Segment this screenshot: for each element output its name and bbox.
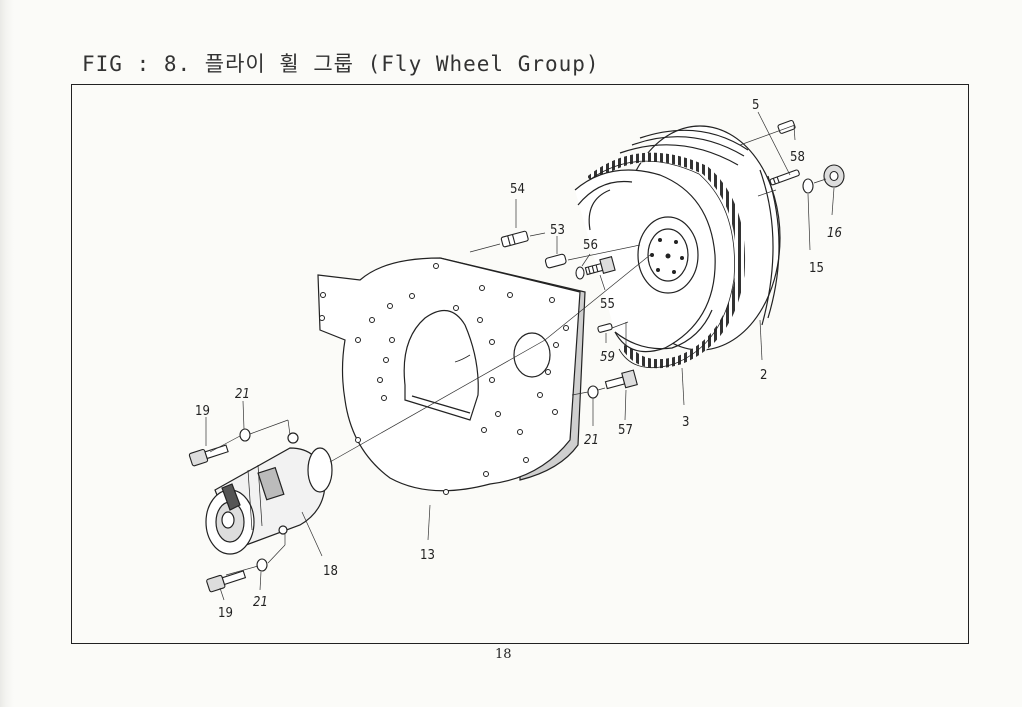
- dowel-54: [500, 230, 529, 248]
- bolt-19-bottom: [206, 570, 247, 593]
- scan-edge: [0, 0, 14, 707]
- bolt-58: [777, 119, 796, 134]
- callout-18: 18: [323, 564, 338, 579]
- callout-2: 2: [760, 368, 767, 383]
- callout-15: 15: [809, 261, 824, 276]
- callout-21-top: 21: [235, 387, 250, 402]
- plate-boss: [513, 332, 551, 378]
- starter-motor-18: [205, 432, 333, 555]
- bolt-55: [584, 255, 616, 276]
- washer-56: [575, 266, 585, 280]
- callout-16: 16: [827, 226, 842, 241]
- callout-13: 13: [420, 548, 435, 563]
- callout-19-bottom: 19: [218, 606, 233, 621]
- bolt-19-top: [188, 444, 229, 467]
- washer-21-bottom: [256, 558, 268, 572]
- page-number: 18: [495, 647, 512, 662]
- housing-plate-13: [317, 257, 586, 495]
- bolt-57: [604, 369, 638, 390]
- callout-3: 3: [682, 415, 689, 430]
- callouts: 5 58 16 15 54 53 56 55 59 2 3 21 57 19 2…: [195, 98, 842, 621]
- drawing-frame: [71, 84, 969, 644]
- lock-washer-15: [802, 178, 814, 194]
- flywheel-rim-top: [639, 129, 749, 151]
- figure-title: FIG : 8. 플라이 휠 그룹 (Fly Wheel Group): [82, 52, 600, 76]
- callout-59: 59: [600, 350, 615, 365]
- callout-57: 57: [618, 423, 633, 438]
- ring-gear-2: [583, 152, 746, 369]
- flywheel-assembly: [574, 125, 781, 369]
- stud-5: [769, 169, 800, 186]
- callout-21-bottom: 21: [253, 595, 268, 610]
- plate-window: [403, 309, 479, 421]
- assembly-lines: [209, 124, 827, 576]
- washer-21-top: [239, 428, 251, 442]
- callout-19-top: 19: [195, 404, 210, 419]
- callout-58: 58: [790, 150, 805, 165]
- callout-56: 56: [583, 238, 598, 253]
- callout-21-mid: 21: [584, 433, 599, 448]
- callout-55: 55: [600, 297, 615, 312]
- callout-53: 53: [550, 223, 565, 238]
- pin-53: [544, 253, 567, 269]
- washer-21-mid: [587, 385, 599, 399]
- callout-5: 5: [752, 98, 759, 113]
- leader-lines: [205, 111, 835, 601]
- pin-59: [597, 323, 613, 333]
- callout-54: 54: [510, 182, 525, 197]
- nut-16: [823, 164, 845, 188]
